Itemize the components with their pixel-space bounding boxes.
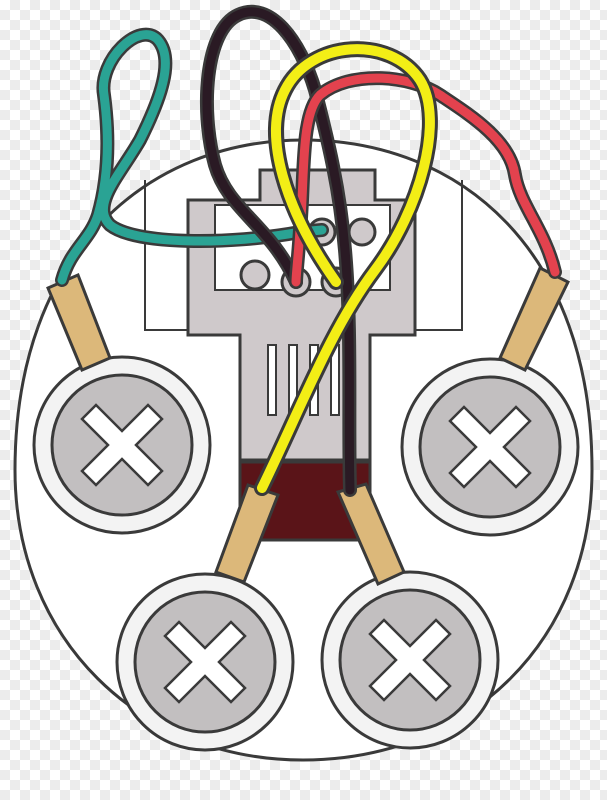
wires	[55, 4, 562, 497]
wire-lugs	[46, 265, 571, 587]
cross-slot-icon	[368, 618, 452, 702]
wire-green	[55, 27, 329, 287]
cross-slot-icon	[448, 405, 532, 489]
screw-terminal-top-right	[400, 357, 580, 537]
screw-terminal-bottom-left	[115, 572, 295, 752]
cross-slot-icon	[163, 620, 247, 704]
screw-terminal-bottom-right	[320, 570, 500, 750]
cross-slot-icon	[80, 403, 164, 487]
wire-yellow	[254, 41, 438, 496]
screw-terminal-top-left	[32, 355, 212, 535]
